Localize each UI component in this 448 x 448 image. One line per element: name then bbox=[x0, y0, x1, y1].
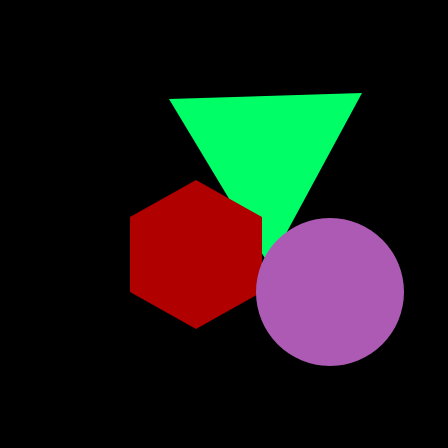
purple-circle bbox=[256, 218, 404, 366]
red-hexagon bbox=[130, 180, 262, 329]
green-triangle bbox=[169, 93, 362, 265]
